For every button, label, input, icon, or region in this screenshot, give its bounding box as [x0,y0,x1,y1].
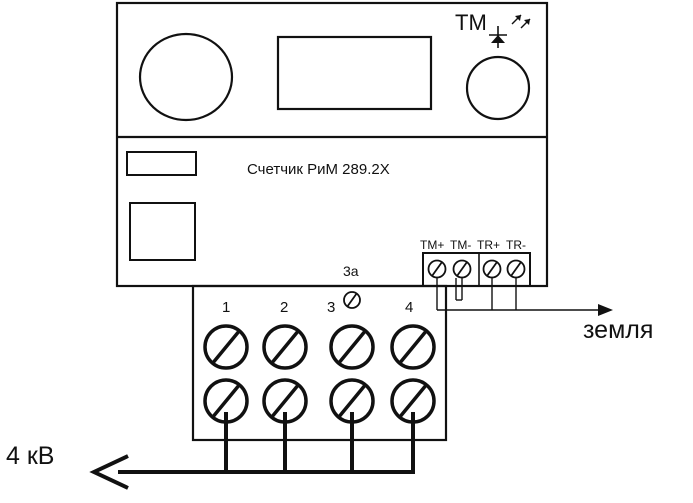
terminal-screw [390,324,436,370]
supply-label: 4 кВ [6,442,54,470]
terminal-number: 3 [327,299,335,316]
tm-terminal-screw [452,259,472,279]
right-round-window [465,55,531,121]
square-window [129,202,196,261]
supply-arrow-icon [89,454,129,490]
lcd-display [276,35,433,111]
terminal-number: 4 [405,299,413,316]
supply-wires [89,412,415,490]
aux-terminal-screw [343,291,361,309]
left-round-window [138,32,234,122]
main-terminal-housing [191,284,448,442]
terminal-number: 2 [280,299,288,316]
terminal-number: 1 [222,299,230,316]
label-slot [126,151,197,176]
tm-terminal-screw [482,259,502,279]
ground-label: земля [583,316,653,344]
meter-name: Счетчик РиМ 289.2Х [247,161,390,178]
tm-terminal-housing [422,252,531,287]
terminal-screw [329,324,375,370]
led-icon [489,14,531,48]
tm-label: ТМ [455,10,487,35]
tm-terminal-label: TR- [506,238,526,252]
tm-terminal-block: ТМ+ ТМ- TR+ TR- [420,238,613,316]
tm-terminal-screw [427,259,447,279]
tm-wires [436,278,613,316]
terminal-screw [262,324,308,370]
tm-terminal-label: ТМ- [450,238,471,252]
terminal-screw [203,324,249,370]
aux-terminal-label: 3а [343,263,359,279]
ground-arrow-icon [598,304,613,316]
tm-terminal-label: TR+ [477,238,500,252]
tm-terminal-label: ТМ+ [420,238,444,252]
tm-terminal-screw [506,259,526,279]
main-terminal-block: 3а 1 2 3 4 [191,263,448,442]
